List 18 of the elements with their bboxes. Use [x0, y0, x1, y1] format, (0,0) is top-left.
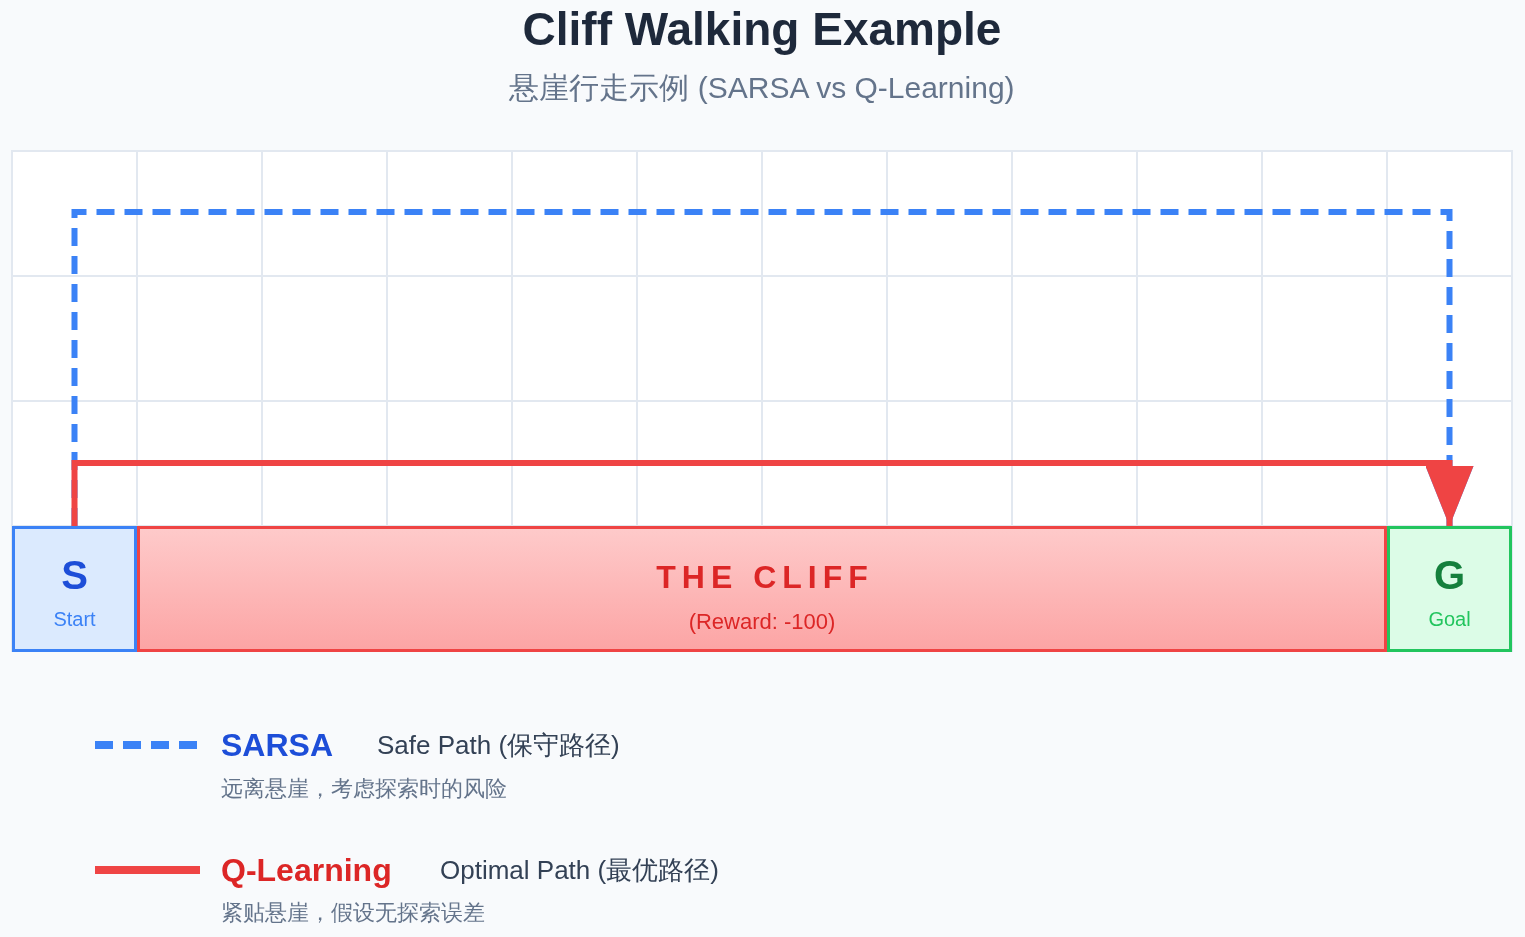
cell-letter: G	[1433, 552, 1466, 599]
reward-note: (Reward: -100)	[688, 608, 836, 636]
start-cell	[12, 526, 137, 652]
cliff-heading: THE CLIFF	[656, 557, 874, 597]
legend-label: Q-Learning	[221, 851, 392, 890]
cell-letter: S	[61, 552, 88, 599]
cliff-region	[137, 526, 1387, 652]
cell-label: Goal	[1428, 607, 1471, 631]
arrow	[71, 460, 1474, 526]
legend-note: 远离悬崖，考虑探索时的风险	[221, 775, 507, 803]
goal-cell	[1387, 526, 1512, 652]
legend-label: SARSA	[221, 726, 333, 765]
legend-note: 紧贴悬崖，假设无探索误差	[221, 899, 485, 927]
path-description: Safe Path (保守路径)	[377, 730, 620, 762]
subtitle: 悬崖行走示例 (SARSA vs Q-Learning)	[509, 70, 1015, 106]
cell-label: Start	[53, 607, 96, 631]
title: Cliff Walking Example	[522, 2, 1002, 57]
path-description: Optimal Path (最优路径)	[440, 855, 719, 887]
